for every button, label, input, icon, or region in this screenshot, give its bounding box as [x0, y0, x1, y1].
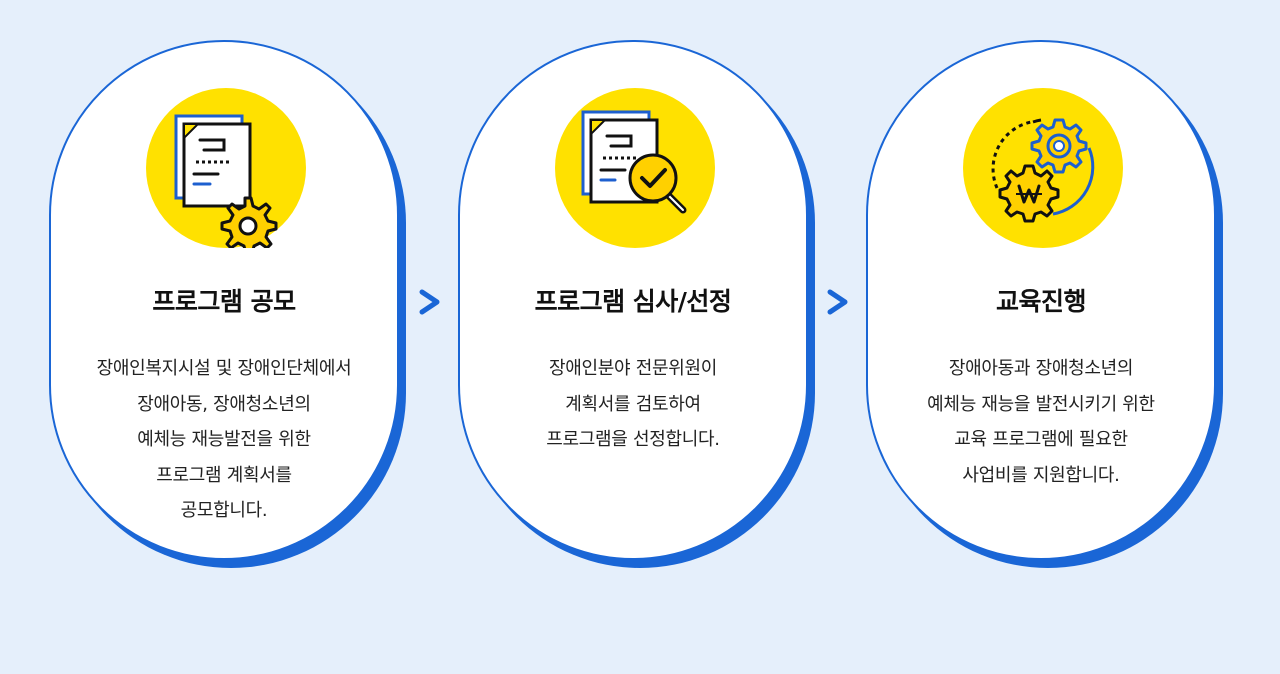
step-description-line: 장애아동과 장애청소년의: [948, 358, 1134, 379]
step-description-line: 장애인복지시설 및 장애인단체에서: [96, 358, 352, 379]
chevron-right-icon: [827, 289, 848, 315]
step-card-program-review: 프로그램 심사/선정 장애인분야 전문위원이 계획서를 검토하여 프로그램을 선…: [458, 40, 808, 560]
step-description-line: 계획서를 검토하여: [565, 393, 701, 415]
step-description: 장애인복지시설 및 장애인단체에서 장애아동, 장애청소년의 예체능 재능발전을…: [61, 351, 387, 529]
step-description-line: 장애인분야 전문위원이: [548, 358, 718, 379]
step-description-line: 공모합니다.: [180, 500, 268, 521]
step-description-line: 예체능 재능발전을 위한: [137, 429, 311, 450]
step-description: 장애인분야 전문위원이 계획서를 검토하여 프로그램을 선정합니다.: [470, 351, 796, 458]
step-title: 프로그램 심사/선정: [534, 287, 732, 316]
step-description-line: 프로그램 계획서를: [156, 464, 292, 486]
gears-won-icon: [991, 118, 1095, 223]
icon-circle: [963, 88, 1123, 248]
document-gear-icon: [174, 114, 278, 248]
step-description-line: 예체능 재능을 발전시키기 위한: [927, 393, 1155, 415]
step-description-line: 프로그램을 선정합니다.: [546, 429, 720, 450]
icon-circle: [146, 88, 306, 248]
step-description-line: 교육 프로그램에 필요한: [954, 429, 1128, 450]
step-description-line: 사업비를 지원합니다.: [962, 464, 1120, 486]
step-title: 교육진행: [995, 287, 1087, 316]
step-card-program-call: 프로그램 공모 장애인복지시설 및 장애인단체에서 장애아동, 장애청소년의 예…: [49, 40, 399, 560]
step-title: 프로그램 공모: [152, 287, 296, 316]
chevron-right-icon: [419, 289, 440, 315]
document-search-icon: [581, 110, 687, 214]
step-card-education: 교육진행 장애아동과 장애청소년의 예체능 재능을 발전시키기 위한 교육 프로…: [866, 40, 1216, 560]
step-description: 장애아동과 장애청소년의 예체능 재능을 발전시키기 위한 교육 프로그램에 필…: [878, 351, 1204, 493]
step-description-line: 장애아동, 장애청소년의: [137, 393, 311, 415]
icon-circle: [555, 88, 715, 248]
